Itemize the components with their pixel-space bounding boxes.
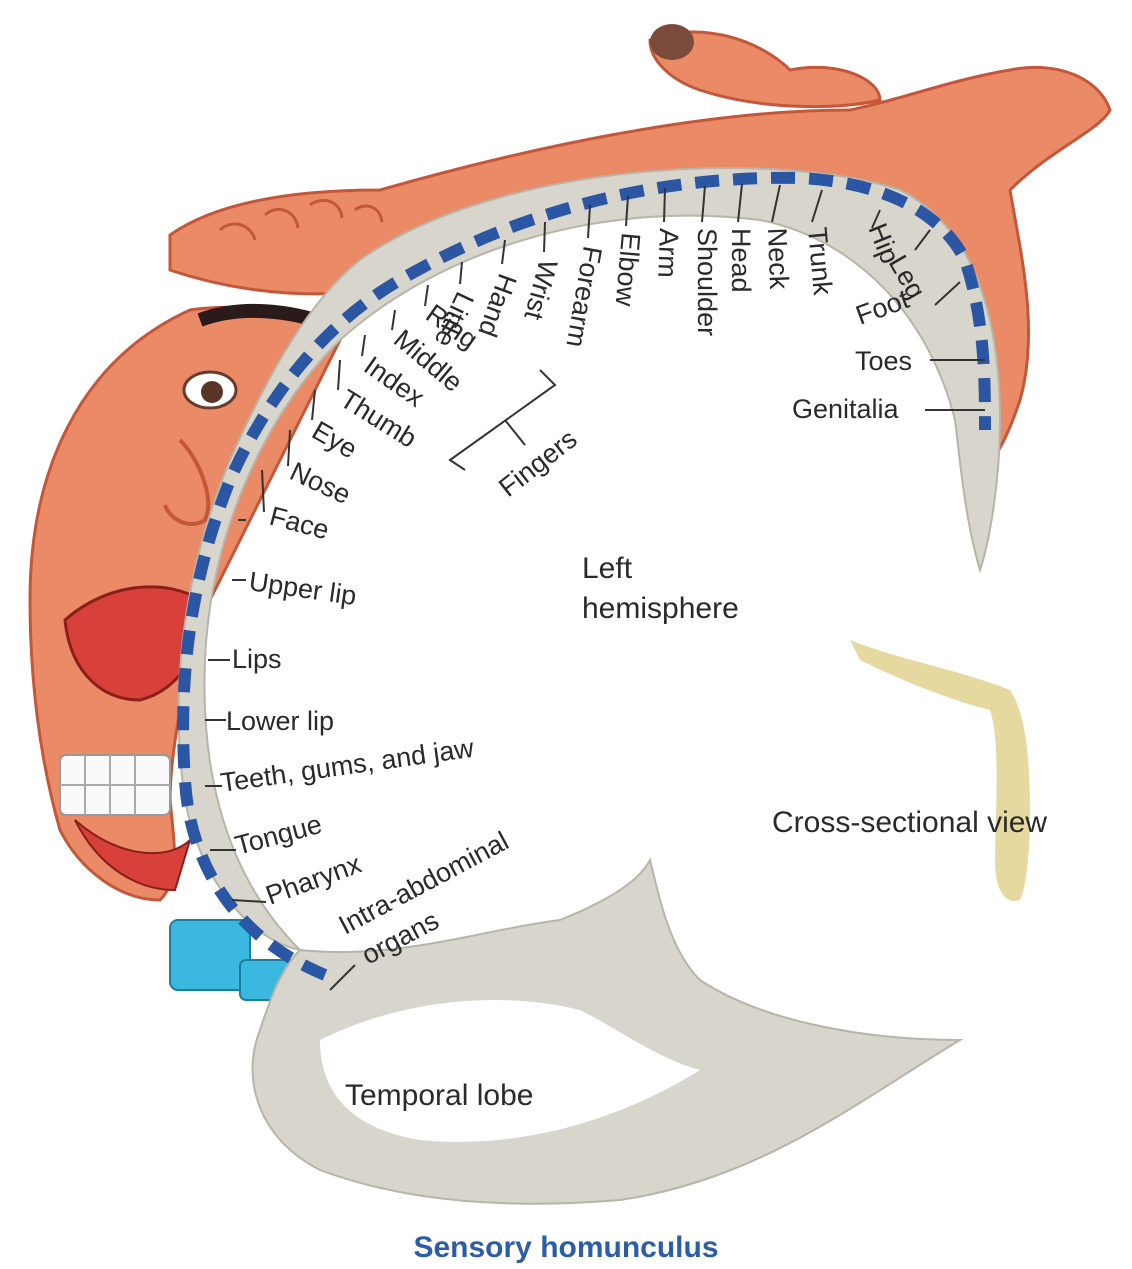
label-head: Head	[726, 228, 756, 293]
svg-text:Pharynx: Pharynx	[262, 848, 366, 910]
svg-text:Arm: Arm	[652, 228, 684, 279]
label-wrist: Wrist	[518, 256, 563, 323]
label-neck: Neck	[762, 227, 794, 290]
svg-text:Nose: Nose	[285, 456, 355, 510]
label-upper-lip: Upper lip	[247, 566, 358, 611]
svg-text:Fingers: Fingers	[493, 424, 582, 503]
svg-text:Elbow: Elbow	[610, 231, 646, 307]
svg-text:Eye: Eye	[307, 415, 362, 464]
label-nose: Nose	[285, 456, 355, 510]
label-fingers: Fingers	[493, 424, 582, 503]
svg-text:Teeth, gums, and jaw: Teeth, gums, and jaw	[219, 733, 476, 798]
svg-text:Trunk: Trunk	[802, 226, 838, 297]
label-face: Face	[266, 501, 332, 546]
svg-text:Upper lip: Upper lip	[247, 566, 358, 611]
label-genitalia: Genitalia	[792, 394, 900, 424]
figure-caption: Sensory homunculus	[413, 1231, 718, 1264]
svg-text:Tongue: Tongue	[232, 809, 325, 861]
svg-text:Foot: Foot	[852, 284, 913, 331]
label-pharynx: Pharynx	[262, 848, 366, 910]
label-shoulder: Shoulder	[692, 228, 722, 336]
cortex	[179, 168, 1030, 1204]
label-lower-lip: Lower lip	[226, 706, 334, 736]
hemisphere-label-line1: Left	[582, 552, 633, 585]
label-trunk: Trunk	[802, 226, 838, 297]
svg-text:Wrist: Wrist	[518, 256, 563, 323]
svg-text:Shoulder: Shoulder	[692, 228, 722, 336]
cross-section-label: Cross-sectional view	[772, 806, 1047, 839]
svg-text:Neck: Neck	[762, 227, 794, 290]
svg-text:Face: Face	[266, 501, 332, 546]
label-tongue: Tongue	[232, 809, 325, 861]
label-forearm: Forearm	[560, 244, 607, 350]
svg-text:Head: Head	[726, 228, 756, 293]
label-elbow: Elbow	[610, 231, 646, 307]
label-foot: Foot	[852, 284, 913, 331]
label-toes: Toes	[855, 346, 912, 376]
hemisphere-label-line2: hemisphere	[582, 592, 739, 625]
temporal-lobe-label: Temporal lobe	[345, 1079, 533, 1112]
label-teeth: Teeth, gums, and jaw	[219, 733, 476, 798]
label-arm: Arm	[652, 228, 684, 279]
label-eye: Eye	[307, 415, 362, 464]
svg-text:Forearm: Forearm	[560, 244, 607, 350]
label-lips: Lips	[232, 644, 282, 674]
